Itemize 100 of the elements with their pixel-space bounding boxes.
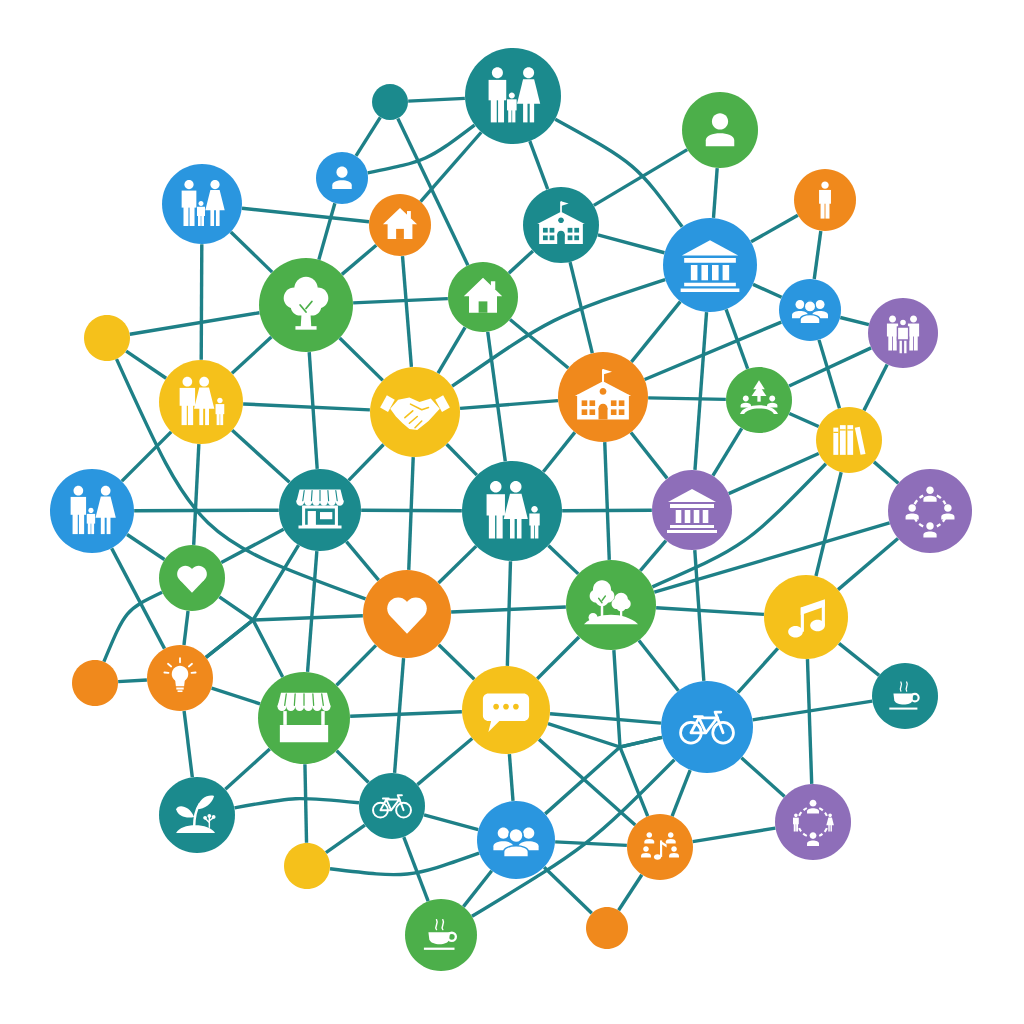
connector-line bbox=[837, 537, 900, 591]
connector-line bbox=[307, 351, 319, 469]
connector-line bbox=[329, 851, 480, 877]
connector-line bbox=[862, 363, 889, 412]
connector-line bbox=[354, 116, 382, 157]
connector-line bbox=[740, 756, 786, 798]
connector-line bbox=[656, 606, 764, 617]
connector-line bbox=[367, 123, 476, 175]
connector-line bbox=[392, 657, 406, 774]
connector-line bbox=[486, 331, 507, 462]
connector-line bbox=[693, 550, 706, 682]
connector-line bbox=[445, 443, 479, 477]
connector-line bbox=[554, 117, 684, 228]
connector-line bbox=[353, 296, 448, 305]
connector-line bbox=[507, 249, 535, 275]
connector-line bbox=[102, 590, 163, 663]
connector-line bbox=[736, 647, 780, 694]
connector-line bbox=[555, 840, 627, 848]
connector-line bbox=[547, 722, 663, 749]
connector-line bbox=[182, 610, 190, 646]
connector-line bbox=[347, 443, 385, 482]
connector-line bbox=[408, 96, 465, 103]
connector-line bbox=[805, 659, 814, 784]
connector-line bbox=[229, 230, 274, 274]
dot-node bbox=[72, 660, 118, 706]
connector-line bbox=[340, 243, 378, 276]
connector-line bbox=[728, 451, 820, 496]
connector-line bbox=[303, 764, 309, 843]
dot-node bbox=[84, 315, 130, 361]
connector-line bbox=[711, 167, 719, 219]
connector-line bbox=[750, 213, 799, 244]
connector-line bbox=[612, 650, 650, 817]
connector-line bbox=[562, 508, 652, 513]
connector-line bbox=[402, 836, 430, 902]
connector-line bbox=[670, 769, 692, 817]
connector-line bbox=[129, 311, 260, 336]
connector-line bbox=[192, 444, 201, 545]
connector-line bbox=[110, 547, 167, 650]
connector-line bbox=[220, 527, 285, 564]
connector-line bbox=[711, 427, 744, 477]
connector-line bbox=[134, 508, 279, 513]
connector-line bbox=[423, 813, 479, 832]
connector-line bbox=[199, 244, 204, 360]
connector-line bbox=[543, 866, 593, 915]
connector-line bbox=[400, 255, 414, 368]
connector-line bbox=[788, 346, 872, 388]
connector-line bbox=[345, 540, 380, 582]
connector-line bbox=[126, 533, 166, 561]
connector-line bbox=[218, 595, 285, 678]
connector-line bbox=[653, 521, 891, 594]
connector-line bbox=[335, 749, 370, 784]
connector-line bbox=[350, 710, 462, 718]
circle-node bbox=[764, 575, 848, 659]
connector-line bbox=[648, 396, 726, 402]
circle-node bbox=[405, 899, 477, 971]
dot-node bbox=[284, 843, 330, 889]
connector-line bbox=[724, 308, 750, 370]
connector-line bbox=[437, 643, 476, 681]
connector-line bbox=[471, 758, 676, 918]
connector-line bbox=[788, 411, 820, 429]
connector-line bbox=[338, 336, 384, 382]
connector-line bbox=[752, 699, 873, 722]
connector-line bbox=[536, 635, 581, 680]
connector-line bbox=[603, 442, 611, 560]
circle-node bbox=[888, 469, 972, 553]
connector-line bbox=[416, 737, 474, 786]
connector-line bbox=[839, 315, 870, 327]
connector-line bbox=[597, 233, 665, 255]
connector-line bbox=[814, 471, 843, 577]
connector-line bbox=[407, 457, 415, 570]
circle-node bbox=[627, 814, 693, 880]
connector-line bbox=[396, 117, 470, 266]
connector-line bbox=[204, 614, 363, 659]
connector-line bbox=[639, 539, 668, 572]
connector-line bbox=[812, 230, 823, 280]
connector-line bbox=[451, 278, 666, 388]
connector-line bbox=[651, 462, 828, 589]
connector-line bbox=[630, 300, 682, 363]
connector-line bbox=[335, 644, 378, 687]
circle-node bbox=[872, 663, 938, 729]
connector-line bbox=[231, 429, 291, 484]
connector-line bbox=[317, 202, 337, 261]
connector-line bbox=[305, 550, 319, 673]
connector-line bbox=[361, 508, 462, 513]
connector-line bbox=[547, 544, 580, 576]
circle-node bbox=[661, 681, 753, 773]
connector-line bbox=[125, 349, 168, 380]
connector-line bbox=[617, 873, 644, 912]
connector-line bbox=[243, 402, 370, 412]
connector-line bbox=[459, 398, 559, 411]
connector-line bbox=[211, 686, 261, 706]
connector-line bbox=[637, 639, 680, 692]
circle-node bbox=[147, 645, 213, 711]
connector-line bbox=[182, 710, 194, 778]
connector-line bbox=[115, 358, 367, 601]
connector-line bbox=[462, 869, 494, 908]
connector-line bbox=[537, 738, 637, 827]
connector-line bbox=[436, 326, 467, 374]
connector-line bbox=[542, 431, 577, 473]
connector-line bbox=[837, 642, 881, 677]
